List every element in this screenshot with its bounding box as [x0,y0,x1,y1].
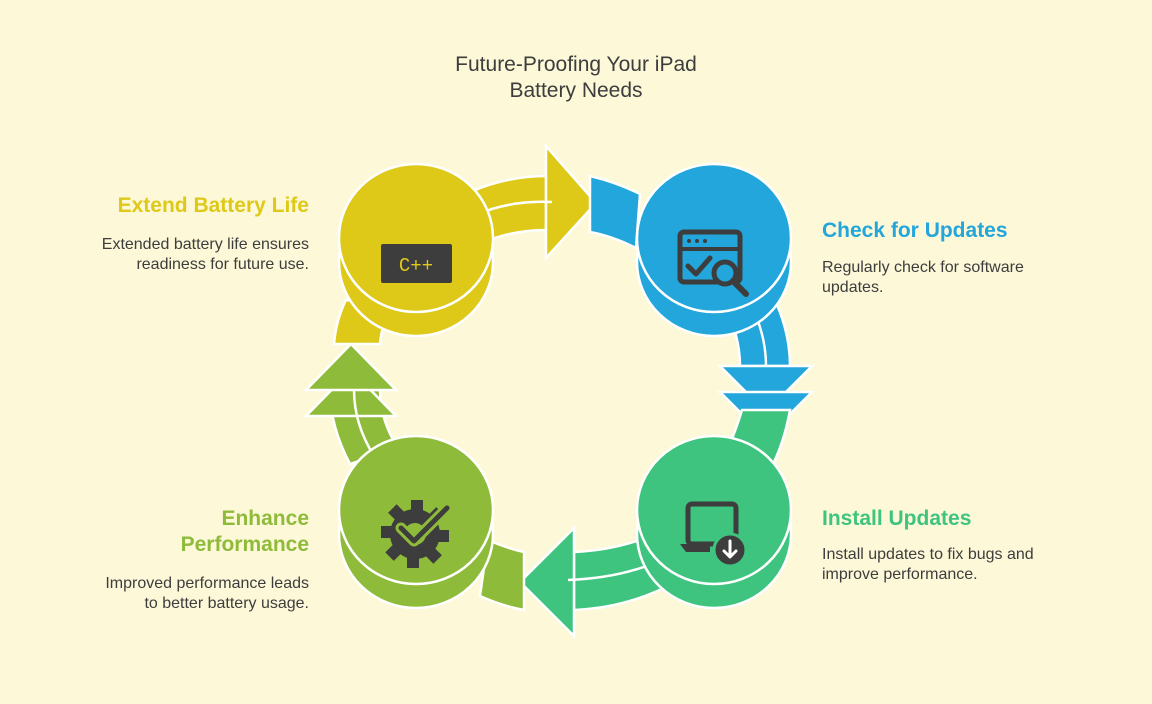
browser-search-icon-handle [730,278,749,297]
device-download-icon-arrow-head [722,549,738,559]
arrow-enhance-to-extend [303,342,400,466]
code-icon: C++ [381,244,452,283]
arrow-enhance-tail [478,538,526,612]
browser-search-icon-check [685,255,713,277]
step-title-check: Check for Updates [822,219,1008,242]
browser-search-icon-dot-1 [687,239,691,243]
title-line-2: Battery Needs [509,79,643,102]
arrow-enhance-to-extend-head [303,368,399,418]
arrow-install-to-enhance-head [518,524,576,640]
diagram-title: Future-Proofing Your iPad Battery Needs [376,52,776,104]
node-check [635,162,793,338]
step-title-enhance-line-1: Enhance [221,507,309,530]
browser-search-icon-window [677,229,743,285]
device-download-icon-screen [685,501,739,547]
code-icon-label: C++ [399,255,433,277]
gear-check-icon-check-inner [398,505,450,544]
step-title-enhance-line-2: Performance [180,533,309,556]
browser-search-icon [677,229,749,297]
node-extend-top [337,162,495,314]
step-text-check: Regularly check for software updates. [822,259,1024,296]
browser-search-icon-lens [711,259,739,287]
gear-check-icon [381,500,453,568]
node-check-top [635,162,793,314]
device-download-icon [680,501,748,568]
browser-search-icon-dot-2 [695,239,699,243]
step-text-install: Install updates to fix bugs and improve … [822,546,1034,583]
node-install-top [635,434,793,586]
step-title-enhance: Enhance Performance [110,506,309,558]
browser-search-icon-dot-3 [703,239,707,243]
device-download-icon-base [680,544,710,552]
arrow-extend-to-check-head [544,142,598,262]
step-text-extend: Extended battery life ensures readiness … [101,236,309,273]
step-title-install: Install Updates [822,507,972,530]
code-icon-frame [381,244,452,283]
step-title-extend: Extend Battery Life [117,194,309,217]
arrow-check-tail [588,174,642,250]
step-text-enhance: Improved performance leads to better bat… [105,575,309,612]
arrow-enhance-to-extend-head-2 [303,342,399,392]
title-line-1: Future-Proofing Your iPad [455,53,697,76]
node-install [635,434,793,610]
